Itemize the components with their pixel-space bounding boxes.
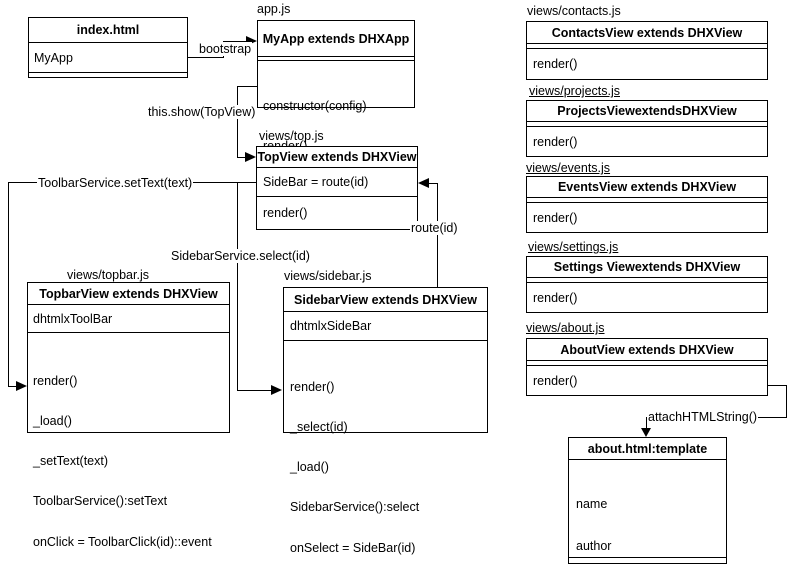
connector-label-attach-html: attachHTMLString() — [647, 410, 759, 424]
class-title: ContactsView extends DHXView — [527, 22, 767, 44]
file-label-sidebar-js: views/sidebar.js — [284, 269, 372, 283]
empty-compartment — [29, 73, 187, 77]
class-method: render() — [533, 134, 578, 149]
class-method: SidebarService():select — [290, 500, 420, 515]
connector-attach-line — [646, 417, 647, 429]
class-box-contactsview[interactable]: ContactsView extends DHXView render() — [526, 21, 768, 80]
class-title: Settings Viewextends DHXView — [527, 257, 767, 278]
class-title: AboutView extends DHXView — [527, 339, 767, 361]
connector-attach-line — [768, 385, 787, 386]
arrowhead-right-icon — [245, 152, 256, 162]
class-attribute: MyApp — [29, 43, 187, 73]
class-box-about-template[interactable]: about.html:template name author version … — [568, 437, 727, 564]
connector-toolbarservice-line — [8, 386, 17, 387]
class-method: onClick = ToolbarClick(id)::event — [33, 534, 212, 549]
class-method: ToolbarService():setText — [33, 494, 168, 509]
class-attribute: SideBar = route(id) — [257, 168, 417, 197]
class-box-aboutview[interactable]: AboutView extends DHXView render() — [526, 338, 768, 396]
class-method: constructor(config) — [263, 98, 367, 113]
class-method: render() — [533, 57, 578, 71]
class-box-eventsview[interactable]: EventsView extends DHXView render() — [526, 176, 768, 233]
class-title: TopView extends DHXView — [257, 147, 417, 168]
file-label-events-js: views/events.js — [526, 161, 611, 175]
file-label-about-js: views/about.js — [526, 321, 605, 335]
connector-attach-line — [786, 385, 787, 418]
class-box-projectsview[interactable]: ProjectsViewextendsDHXView render() — [526, 100, 768, 157]
empty-compartment — [527, 44, 767, 49]
connector-sidebarservice-line — [237, 182, 238, 390]
class-box-settingsview[interactable]: Settings Viewextends DHXView render() — [526, 256, 768, 313]
file-label-contacts-js: views/contacts.js — [527, 4, 621, 18]
empty-compartment — [527, 122, 767, 127]
empty-compartment — [569, 558, 726, 563]
connector-label-toolbar-settext: ToolbarService.setText(text) — [37, 176, 194, 190]
class-box-topview[interactable]: TopView extends DHXView SideBar = route(… — [256, 146, 418, 230]
class-box-index-html[interactable]: index.html MyApp — [28, 17, 188, 78]
arrowhead-right-icon — [246, 36, 257, 46]
template-field: name — [576, 497, 608, 511]
connector-thisshow-line — [237, 86, 238, 158]
file-label-settings-js: views/settings.js — [528, 240, 619, 254]
class-title: SidebarView extends DHXView — [284, 288, 487, 312]
class-method: render() — [533, 373, 578, 388]
class-method: _setText(text) — [33, 454, 109, 469]
connector-toolbarservice-line — [8, 182, 9, 386]
file-label-app-js: app.js — [257, 2, 291, 16]
class-method: render() — [533, 210, 578, 225]
connector-sidebarservice-line — [237, 390, 272, 391]
connector-route-line — [429, 183, 438, 184]
class-attribute: dhtmlxToolBar — [28, 305, 229, 333]
class-title: about.html:template — [569, 438, 726, 460]
class-method: _select(id) — [290, 420, 348, 435]
empty-compartment — [527, 278, 767, 283]
class-box-sidebarview[interactable]: SidebarView extends DHXView dhtmlxSideBa… — [283, 287, 488, 555]
empty-compartment — [527, 361, 767, 366]
file-label-topbar-js: views/topbar.js — [67, 268, 149, 282]
class-title: index.html — [29, 18, 187, 43]
class-title: EventsView extends DHXView — [527, 177, 767, 198]
arrowhead-down-icon — [641, 428, 651, 437]
connector-bootstrap-line — [223, 41, 248, 42]
connector-label-route-id: route(id) — [410, 221, 459, 235]
class-box-myapp[interactable]: MyApp extends DHXApp constructor(config)… — [257, 20, 415, 153]
file-label-top-js: views/top.js — [259, 129, 324, 143]
class-title: ProjectsViewextendsDHXView — [527, 101, 767, 122]
class-title: MyApp extends DHXApp — [258, 21, 414, 57]
connector-thisshow-line — [237, 157, 247, 158]
connector-route-line — [437, 183, 438, 287]
arrowhead-right-icon — [271, 385, 282, 395]
class-method: render() — [263, 206, 308, 220]
class-method: render() — [290, 379, 335, 394]
connector-thisshow-line — [237, 86, 257, 87]
connector-label-bootstrap: bootstrap — [198, 42, 253, 56]
connector-label-sidebar-select: SidebarService.select(id) — [170, 249, 311, 263]
class-method: render() — [33, 373, 78, 388]
connector-bootstrap-line — [188, 57, 224, 58]
arrowhead-right-icon — [16, 381, 27, 391]
class-method: onSelect = SideBar(id) — [290, 540, 416, 555]
class-box-topbarview[interactable]: TopbarView extends DHXView dhtmlxToolBar… — [27, 282, 230, 549]
empty-compartment — [527, 198, 767, 203]
class-title: TopbarView extends DHXView — [28, 283, 229, 305]
file-label-projects-js: views/projects.js — [529, 84, 620, 98]
class-method: _load() — [290, 460, 329, 475]
class-method: _load() — [33, 414, 72, 429]
connector-label-this-show: this.show(TopView) — [147, 105, 257, 119]
empty-compartment — [258, 57, 414, 61]
arrowhead-left-icon — [418, 178, 429, 188]
template-field: author — [576, 539, 612, 553]
class-attribute: dhtmlxSideBar — [284, 312, 487, 341]
class-method: render() — [533, 290, 578, 305]
